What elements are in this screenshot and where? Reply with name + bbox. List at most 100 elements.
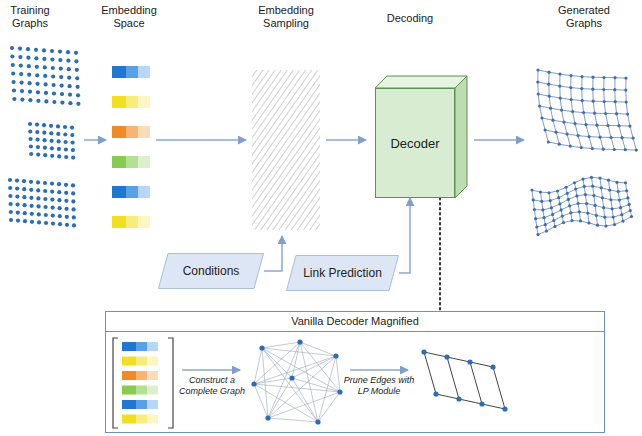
graph-node-dot: [65, 207, 69, 211]
embedding-segment: [138, 156, 150, 168]
mesh-node: [583, 185, 586, 188]
graph-node-dot: [22, 195, 26, 199]
embedding-segment: [122, 400, 136, 409]
graph-node-dot: [72, 223, 76, 227]
flow-arrow: [84, 139, 106, 141]
complete-graph-edge: [254, 348, 262, 384]
step-label: Construct a Complete Graph: [176, 375, 248, 397]
node-label: Decoder: [390, 136, 439, 151]
mesh-node: [586, 211, 589, 214]
mesh-node: [609, 198, 612, 201]
graph-node-dot: [30, 204, 34, 208]
mesh-node: [624, 181, 627, 184]
node-label: Conditions: [183, 264, 240, 278]
mesh-node: [609, 136, 612, 139]
mesh-node: [635, 148, 638, 151]
mesh-node: [592, 100, 595, 103]
mesh-edge: [542, 118, 545, 130]
graph-node-dot: [57, 190, 61, 194]
embedding-segment: [136, 415, 147, 424]
embedding-segment: [147, 342, 158, 351]
mesh-node: [573, 181, 576, 184]
mesh-edge: [615, 101, 626, 102]
graph-node-dot: [70, 126, 74, 130]
graph-node-dot: [43, 181, 47, 185]
graph-node-dot: [20, 81, 24, 85]
pruned-edge: [447, 357, 470, 362]
graph-node-dot: [337, 389, 342, 394]
mesh-edge: [571, 100, 582, 101]
sampling-hatch: [252, 70, 320, 230]
mesh-edge: [608, 125, 619, 126]
mesh-edge: [564, 122, 567, 134]
mesh-node: [539, 191, 542, 194]
graph-node-dot: [26, 47, 30, 51]
decoder-box: Decoder: [375, 88, 455, 198]
mesh-node: [568, 204, 571, 207]
graph-node-dot: [9, 218, 13, 222]
mesh-node: [624, 148, 627, 151]
graph-node-dot: [16, 211, 20, 215]
embedding-segment: [122, 386, 136, 395]
graph-node-dot: [44, 221, 48, 225]
mesh-edge: [597, 125, 600, 137]
mesh-edge: [604, 101, 605, 113]
graph-node-dot: [479, 401, 484, 406]
graph-node-dot: [76, 85, 80, 89]
graph-node-dot: [29, 137, 33, 141]
parallelogram-fill: [287, 256, 399, 291]
embedding-segment: [136, 386, 147, 395]
mesh-edge: [595, 113, 606, 114]
pruned-edge: [459, 399, 482, 404]
mesh-edge: [553, 120, 564, 122]
mesh-edge: [586, 124, 597, 126]
graph-node-dot: [57, 147, 61, 151]
mesh-edge: [630, 126, 633, 138]
mesh-node: [606, 124, 609, 127]
mesh-node: [581, 177, 584, 180]
mesh-edge: [604, 101, 615, 102]
graph-node-dot: [29, 196, 33, 200]
graph-node-dot: [58, 214, 62, 218]
graph-node-dot: [44, 82, 48, 86]
mesh-node: [577, 202, 580, 205]
embedding-segment: [136, 342, 147, 351]
mesh-edge: [592, 89, 593, 101]
graph-node-dot: [12, 97, 16, 101]
graph-node-dot: [36, 145, 40, 149]
condition-arrow: [264, 236, 282, 271]
mesh-edge: [578, 136, 589, 137]
mesh-node: [541, 208, 544, 211]
complete-graph-edge: [254, 378, 292, 384]
mesh-edge: [548, 84, 549, 96]
mesh-edge: [614, 90, 615, 102]
graph-node-dot: [43, 189, 47, 193]
embedding-segment: [138, 216, 150, 228]
mesh-edge: [562, 110, 573, 112]
complete-graph-edge: [268, 356, 336, 418]
embedding-segment: [147, 386, 158, 395]
graph-node-dot: [34, 48, 38, 52]
mesh-edge: [567, 134, 578, 136]
mesh-node: [544, 223, 547, 226]
graph-node-dot: [50, 146, 54, 150]
mesh-node: [584, 123, 587, 126]
graph-node-dot: [63, 132, 67, 136]
mesh-node: [570, 98, 573, 101]
mesh-edge: [570, 146, 581, 148]
graph-node-dot: [36, 82, 40, 86]
graph-node-dot: [71, 156, 75, 160]
graph-node-dot: [51, 214, 55, 218]
mesh-edge: [617, 113, 628, 114]
graph-node-dot: [58, 50, 62, 54]
graph-node-dot: [333, 353, 338, 358]
mesh-edge: [570, 76, 571, 88]
mesh-node: [558, 143, 561, 146]
graph-node-dot: [42, 48, 46, 52]
column-heading: Decoding: [372, 12, 448, 25]
mesh-edge: [586, 125, 589, 137]
mesh-edge: [592, 77, 593, 89]
mesh-edge: [538, 70, 549, 72]
mesh-node: [562, 221, 565, 224]
mesh-node: [604, 224, 607, 227]
